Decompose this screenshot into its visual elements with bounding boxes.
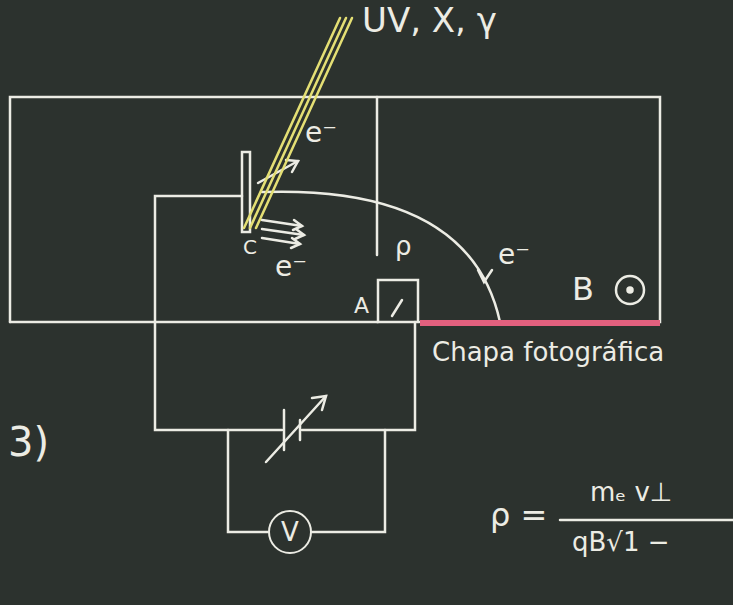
anode-label: A [354,294,369,318]
electron-label: e⁻ [498,240,530,271]
electron-label: e⁻ [305,118,337,149]
field-label: B [572,272,594,307]
anode-slit [392,300,402,316]
wire [155,196,282,430]
item-number: 3) [8,420,49,464]
chamber-bottom [10,321,378,324]
radiation-ray [250,18,346,228]
voltmeter-circle: V [268,510,312,554]
trajectory-arrow [478,270,492,282]
variable-arrow-head [312,396,326,410]
photo-plate [420,320,660,326]
wire [228,430,268,532]
radiation-ray [256,18,352,228]
chamber-outline [10,97,660,322]
arrow-head [291,238,300,248]
field-out-symbol [616,276,644,304]
meter-letter: V [281,519,299,545]
anode-block [378,280,418,322]
arrow-head [295,229,304,239]
radiation-label: UV, X, γ [362,2,497,39]
field-dot [628,288,633,293]
electron-trajectory [262,192,500,322]
variable-arrow [266,396,326,462]
fraction-bar [560,519,733,522]
radiation-ray [244,18,340,228]
formula-denominator: qB√1 − [572,528,670,557]
cathode-label: C [243,236,257,258]
formula-numerator: mₑ v⊥ [590,478,672,507]
wire [302,322,415,430]
electron-label: e⁻ [275,252,307,283]
divider-wall [376,97,379,255]
radius-label: ρ [395,232,412,261]
arrow-head [293,220,302,230]
wire [312,430,385,532]
formula-lhs: ρ = [490,498,547,533]
arrow-head [286,160,298,172]
plate-label: Chapa fotográfica [432,338,664,367]
